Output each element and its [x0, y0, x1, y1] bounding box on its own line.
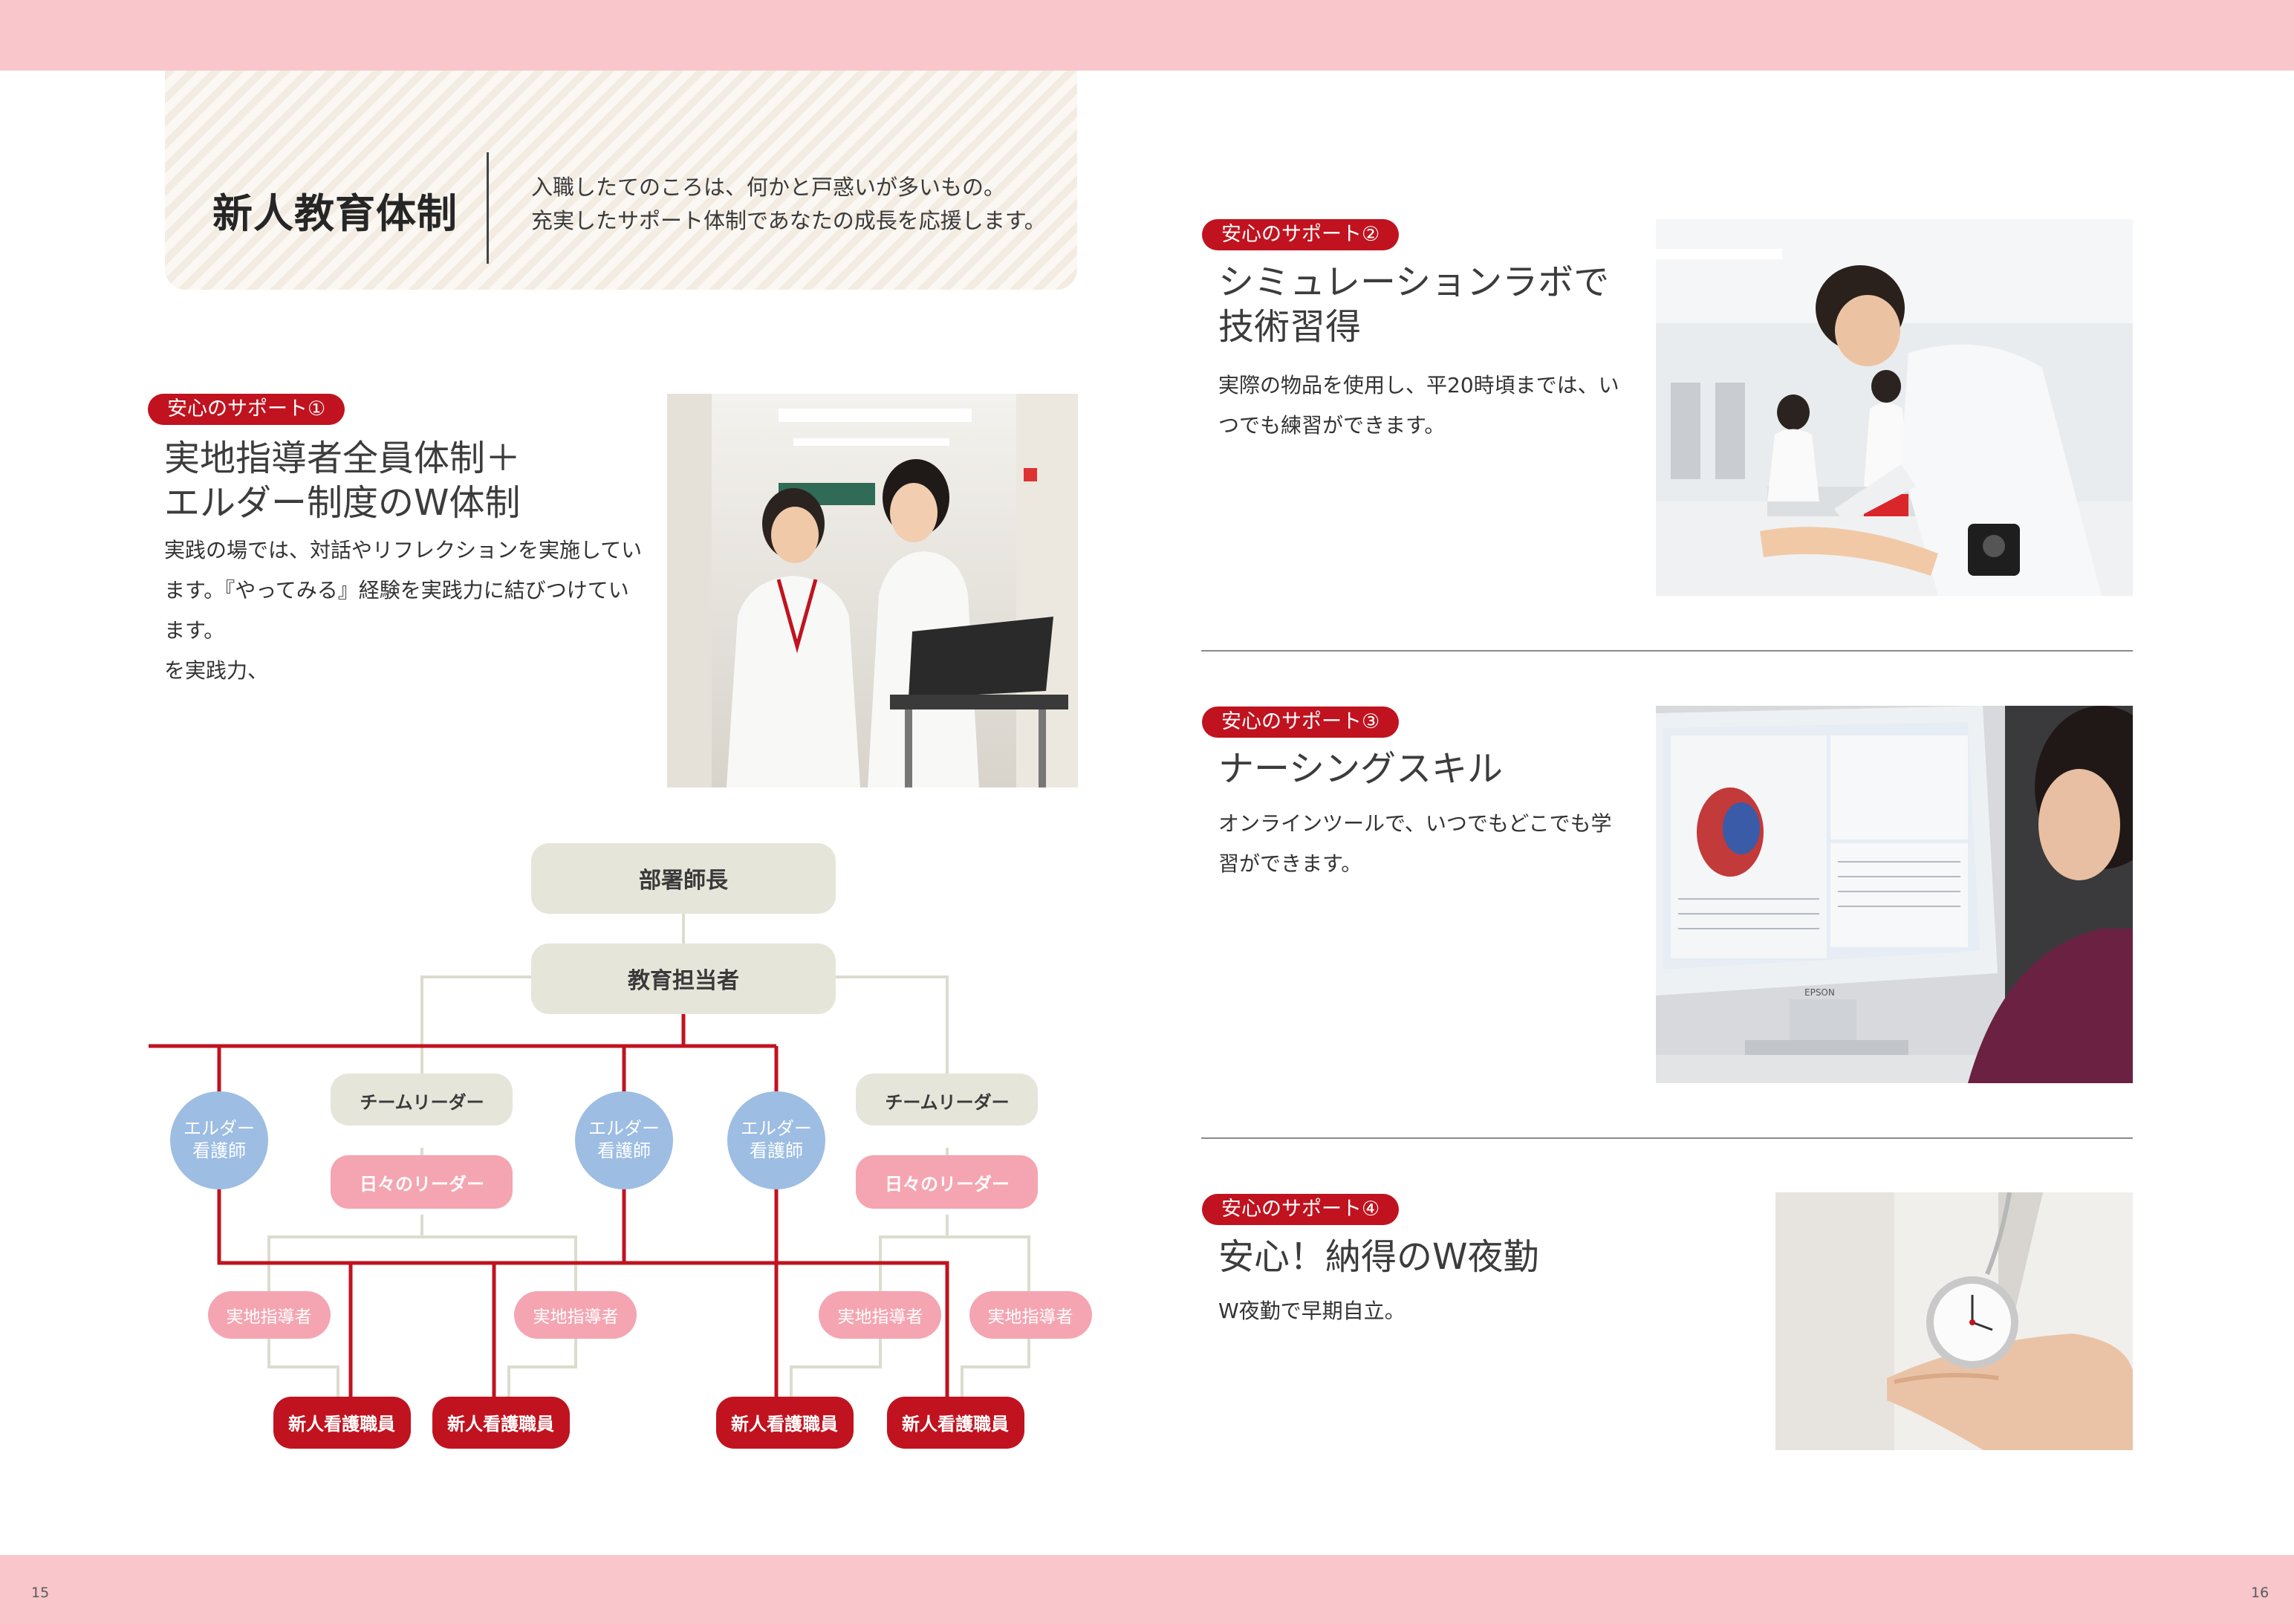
divider-1: [1201, 650, 2133, 652]
org-preceptor-label: 実地指導者: [838, 1308, 923, 1327]
org-elder-label-line2: 看護師: [750, 1140, 803, 1161]
header-intro-line: 入職したてのころは、何かと戸惑いが多いもの。: [531, 175, 1006, 200]
org-node-head: 部署師長: [531, 843, 836, 914]
org-preceptor-label: 実地指導者: [988, 1308, 1073, 1327]
org-elder-label-line1: エルダー: [183, 1118, 255, 1139]
support2-body-line: つでも練習ができます。: [1218, 413, 1446, 438]
page-number-right: 16: [2251, 1585, 2269, 1601]
divider-2: [1201, 1137, 2133, 1139]
org-new-nurse-label: 新人看護職員: [731, 1414, 838, 1435]
org-new-nurse-label: 新人看護職員: [447, 1414, 554, 1435]
header-intro: 入職したてのころは、何かと戸惑いが多いもの。 充実したサポート体制であなたの成長…: [531, 171, 1046, 238]
photo-simulation-lab: [1656, 219, 2133, 596]
support4-body: W夜勤で早期自立。: [1218, 1291, 1406, 1331]
org-node-elder-2: エルダー 看護師: [575, 1091, 673, 1189]
photo-online-monitor: EPSON: [1656, 706, 2133, 1083]
org-node-new-nurse-1: 新人看護職員: [273, 1397, 411, 1449]
org-preceptor-label: 実地指導者: [227, 1308, 312, 1327]
support4-heading: 安心！納得のW夜勤: [1218, 1235, 1538, 1279]
support1-body-line: ます。: [164, 618, 225, 643]
org-node-new-nurse-2: 新人看護職員: [432, 1397, 570, 1449]
org-elder-label-line2: 看護師: [192, 1140, 246, 1161]
org-daily-leader-label: 日々のリーダー: [885, 1174, 1010, 1195]
photo-pocket-watch-graphic: [1775, 1192, 2133, 1450]
page-title: 新人教育体制: [212, 190, 458, 237]
photo-nurses-corridor-graphic: [667, 394, 1078, 787]
org-node-new-nurse-3: 新人看護職員: [716, 1397, 854, 1449]
support3-body-line: 習ができます。: [1218, 851, 1362, 876]
org-team-leader-label: チームリーダー: [885, 1092, 1009, 1113]
org-node-preceptor-3: 実地指導者: [819, 1291, 941, 1339]
org-elder-label-line1: エルダー: [588, 1118, 660, 1139]
page-number-left: 15: [31, 1585, 50, 1601]
photo-nurses-corridor: [667, 394, 1078, 787]
org-daily-leader-label: 日々のリーダー: [360, 1174, 484, 1195]
bottom-band: [0, 1555, 2294, 1624]
support1-body-line: を実践力、: [164, 658, 269, 683]
org-red-connectors: [149, 1014, 949, 1397]
header-intro-line: 充実したサポート体制であなたの成長を応援します。: [531, 208, 1046, 233]
photo-simulation-lab-graphic: [1656, 219, 2133, 596]
org-team-leader-label: チームリーダー: [360, 1092, 484, 1113]
org-node-team-leader-right: チームリーダー: [856, 1074, 1038, 1126]
support2-heading-line: シミュレーションラボで: [1218, 262, 1610, 303]
top-band: [0, 0, 2294, 71]
org-new-nurse-label: 新人看護職員: [288, 1414, 395, 1435]
support4-heading-line: 安心！納得のW夜勤: [1218, 1236, 1539, 1278]
support2-heading-line: 技術習得: [1218, 306, 1362, 348]
support3-body: オンラインツールで、いつでもどこでも学 習ができます。: [1218, 804, 1611, 884]
org-node-daily-leader-right: 日々のリーダー: [856, 1155, 1038, 1209]
org-node-preceptor-2: 実地指導者: [514, 1291, 637, 1339]
support3-badge: 安心のサポート③: [1202, 707, 1400, 738]
org-node-new-nurse-4: 新人看護職員: [887, 1397, 1024, 1449]
support1-body-line: 実践の場では、対話やリフレクションを実施してい: [164, 538, 643, 562]
support1-body-line: ます。『やってみる』経験を実践力に結びつけてい: [164, 578, 629, 602]
org-new-nurse-label: 新人看護職員: [902, 1414, 1009, 1435]
org-node-elder-1: エルダー 看護師: [170, 1091, 268, 1189]
monitor-brand-label: EPSON: [1804, 987, 1835, 998]
photo-pocket-watch: [1775, 1192, 2133, 1450]
org-elder-label-line2: 看護師: [597, 1140, 651, 1161]
org-node-elder-3: エルダー 看護師: [727, 1091, 825, 1189]
org-node-daily-leader-left: 日々のリーダー: [331, 1155, 513, 1209]
support1-badge: 安心のサポート①: [148, 394, 345, 425]
support1-heading-line: 実地指導者全員体制＋: [164, 438, 521, 479]
support4-badge: 安心のサポート④: [1202, 1194, 1400, 1225]
org-node-preceptor-4: 実地指導者: [969, 1291, 1092, 1339]
org-head-label: 部署師長: [639, 868, 729, 894]
support4-body-line: W夜勤で早期自立。: [1218, 1299, 1406, 1323]
org-elder-label-line1: エルダー: [741, 1118, 812, 1139]
support1-heading: 実地指導者全員体制＋ エルダー制度のW体制: [164, 436, 521, 525]
support3-heading-line: ナーシングスキル: [1218, 748, 1504, 790]
org-node-team-leader-left: チームリーダー: [331, 1074, 513, 1126]
photo-online-monitor-graphic: EPSON: [1656, 706, 2133, 1083]
support2-body-line: 実際の物品を使用し、平20時頃までは、い: [1218, 373, 1619, 397]
support3-body-line: オンラインツールで、いつでもどこでも学: [1218, 811, 1612, 836]
support1-heading-line: エルダー制度のW体制: [164, 482, 521, 524]
support1-body: 実践の場では、対話やリフレクションを実施してい ます。『やってみる』経験を実践力…: [164, 530, 642, 691]
support2-badge: 安心のサポート②: [1202, 219, 1400, 250]
org-node-education: 教育担当者: [531, 943, 836, 1014]
support2-heading: シミュレーションラボで 技術習得: [1218, 260, 1609, 349]
org-preceptor-label: 実地指導者: [533, 1308, 619, 1327]
org-chart: 部署師長 教育担当者 チームリーダー チームリーダー 日々のリーダー 日々のリー…: [149, 843, 1092, 1449]
org-node-preceptor-1: 実地指導者: [208, 1291, 331, 1339]
header-box: [165, 71, 1077, 290]
org-education-label: 教育担当者: [628, 968, 739, 994]
support2-body: 実際の物品を使用し、平20時頃までは、い つでも練習ができます。: [1218, 366, 1619, 446]
support3-heading: ナーシングスキル: [1218, 747, 1503, 791]
header-divider: [487, 152, 489, 264]
